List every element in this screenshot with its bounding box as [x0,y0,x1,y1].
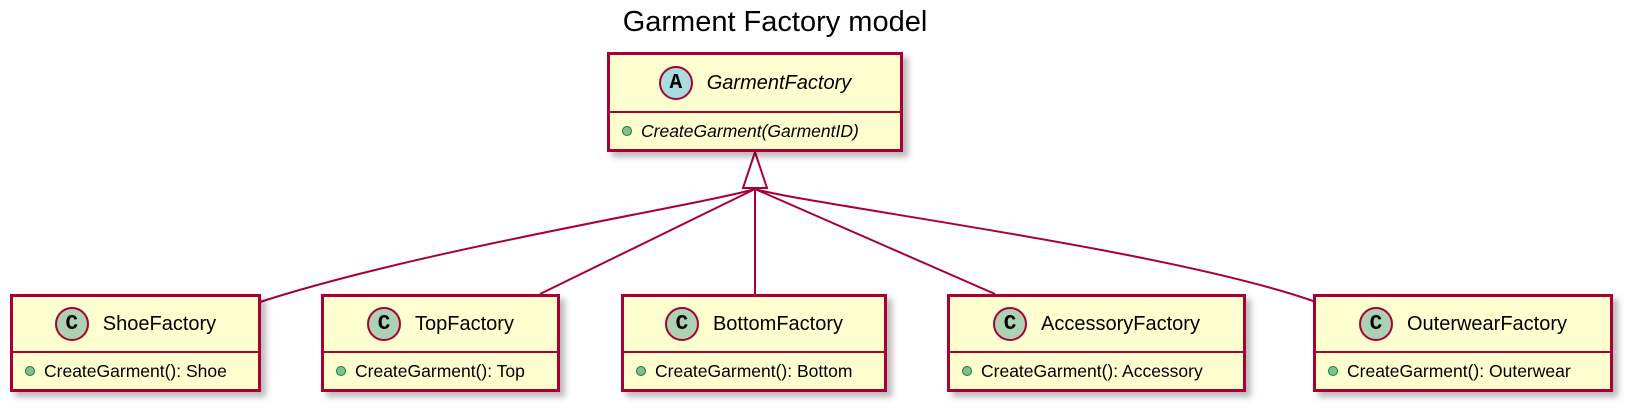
edge-accessory-factory [754,188,996,295]
class-methods: CreateGarment(): Top [324,353,557,389]
public-method-icon [1328,366,1338,376]
class-name: AccessoryFactory [1041,312,1200,335]
class-bottom-factory[interactable]: C BottomFactory CreateGarment(): Bottom [621,294,887,392]
public-method-icon [336,366,346,376]
class-outerwear-factory[interactable]: C OuterwearFactory CreateGarment(): Oute… [1313,294,1613,392]
class-icon: C [1358,307,1393,341]
diagram-title: Garment Factory model [622,6,928,38]
class-name: BottomFactory [712,312,844,335]
inheritance-arrowhead [741,148,769,189]
class-accessory-factory[interactable]: C AccessoryFactory CreateGarment(): Acce… [947,294,1246,392]
class-methods: CreateGarment(): Bottom [624,353,884,389]
method-signature: CreateGarment(): Bottom [655,360,853,381]
edge-shoe-factory [259,188,756,303]
edge-outerwear-factory [754,188,1317,303]
class-name: ShoeFactory [102,312,217,335]
method-signature: CreateGarment(): Accessory [981,360,1203,381]
class-name: OuterwearFactory [1406,312,1568,335]
class-garment-factory[interactable]: A GarmentFactory CreateGarment(GarmentID… [607,52,903,152]
method-signature: CreateGarment(GarmentID) [641,120,859,141]
method-signature: CreateGarment(): Outerwear [1347,360,1571,381]
class-icon: C [993,307,1028,341]
class-header: C TopFactory [324,297,557,353]
class-name: TopFactory [415,312,514,335]
method-signature: CreateGarment(): Shoe [44,360,227,381]
class-methods: CreateGarment(GarmentID) [610,113,900,149]
public-method-icon [962,366,972,376]
class-icon: C [54,307,89,341]
public-method-icon [636,366,646,376]
class-methods: CreateGarment(): Shoe [13,353,258,389]
class-header: C BottomFactory [624,297,884,353]
edge-top-factory [539,188,756,295]
class-methods: CreateGarment(): Outerwear [1316,353,1610,389]
class-header: A GarmentFactory [610,55,900,113]
class-header: C OuterwearFactory [1316,297,1610,353]
class-header: C AccessoryFactory [950,297,1243,353]
class-icon: C [664,307,699,341]
class-icon: C [367,307,402,341]
class-methods: CreateGarment(): Accessory [950,353,1243,389]
class-header: C ShoeFactory [13,297,258,353]
class-shoe-factory[interactable]: C ShoeFactory CreateGarment(): Shoe [10,294,261,392]
method-signature: CreateGarment(): Top [355,360,525,381]
class-name: GarmentFactory [706,71,852,94]
public-method-icon [622,126,632,136]
class-top-factory[interactable]: C TopFactory CreateGarment(): Top [321,294,560,392]
abstract-class-icon: A [658,66,693,100]
public-method-icon [25,366,35,376]
